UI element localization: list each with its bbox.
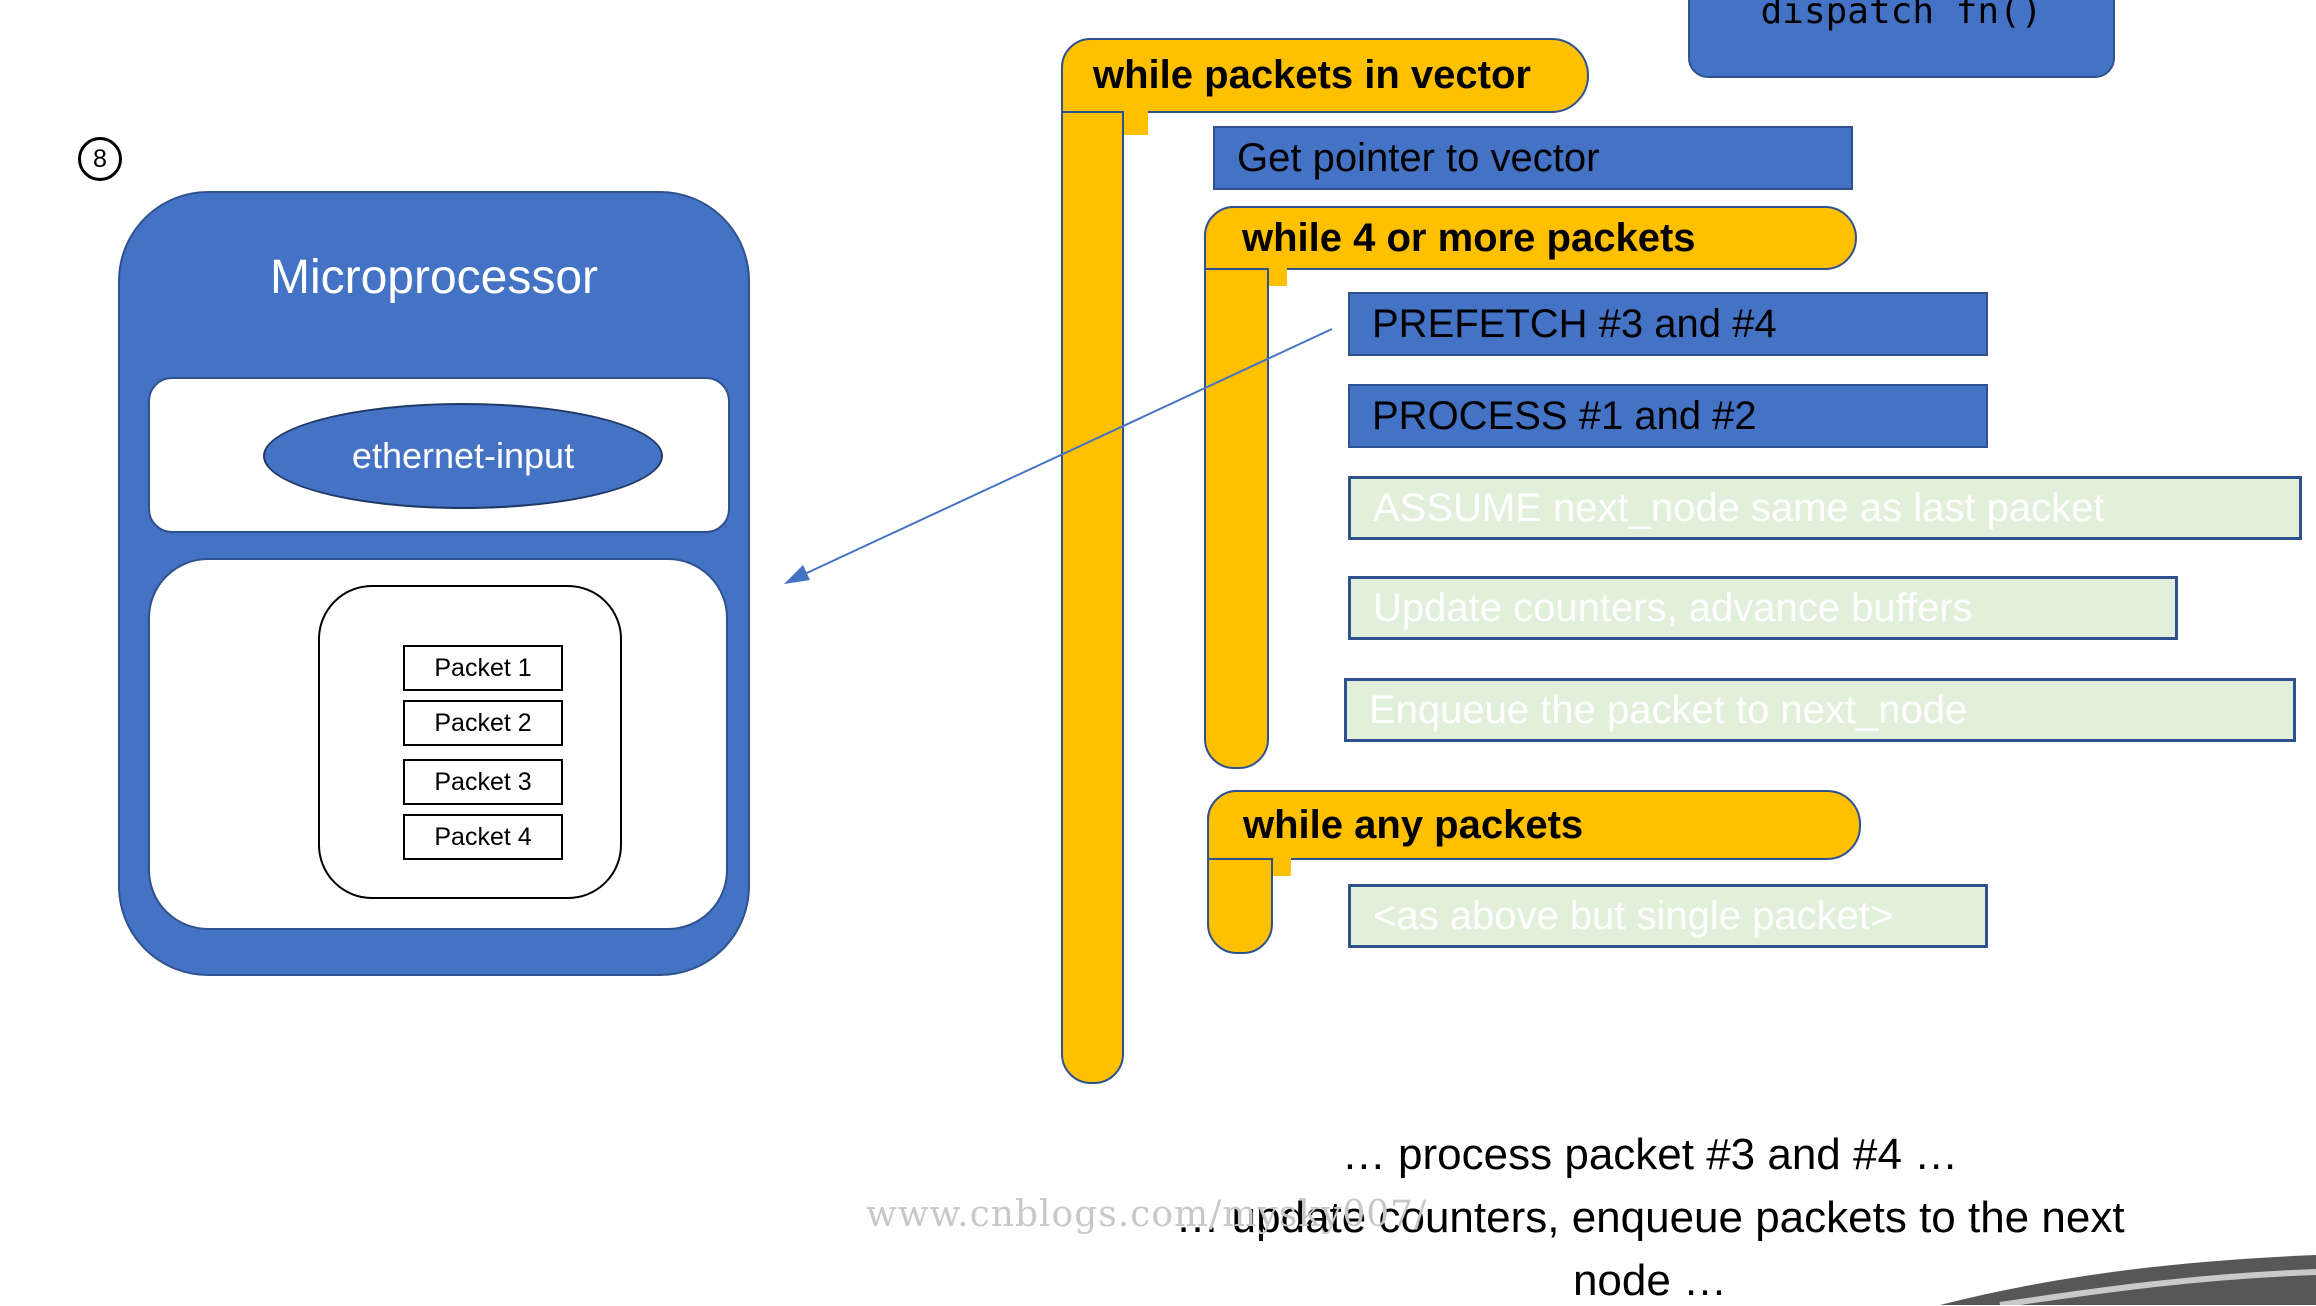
outer-loop-label: while packets in vector (1093, 53, 1531, 97)
packet-1: Packet 1 (403, 645, 563, 691)
watermark: www.cnblogs.com/mysky007/ (866, 1194, 1428, 1235)
quad-loop-header: while 4 or more packets (1204, 206, 1857, 270)
quad-loop-bar (1204, 206, 1269, 769)
outer-loop-corner (1124, 111, 1148, 135)
process-label: PROCESS #1 and #2 (1372, 393, 1757, 438)
quad-loop-label: while 4 or more packets (1242, 215, 1696, 260)
assume-box: ASSUME next_node same as last packet (1348, 476, 2302, 540)
prefetch-label: PREFETCH #3 and #4 (1372, 301, 1777, 346)
decorative-swoosh-line (1999, 1269, 2316, 1305)
single-loop-label: while any packets (1243, 802, 1584, 847)
update-label: Update counters, advance buffers (1373, 585, 1973, 630)
get-pointer-box: Get pointer to vector (1213, 126, 1853, 190)
outer-loop-bar (1061, 38, 1124, 1084)
get-pointer-label: Get pointer to vector (1237, 135, 1600, 180)
caption-line-1: … process packet #3 and #4 … (1341, 1130, 1959, 1179)
arrow-head-icon (784, 565, 810, 584)
prefetch-box: PREFETCH #3 and #4 (1348, 292, 1988, 356)
caption-line-2: … update counters, enqueue packets to th… (1175, 1193, 2125, 1242)
packet-3: Packet 3 (403, 759, 563, 805)
packet-2: Packet 2 (403, 700, 563, 746)
single-packet-label: <as above but single packet> (1373, 893, 1894, 938)
quad-loop-corner (1269, 268, 1287, 286)
update-box: Update counters, advance buffers (1348, 576, 2178, 640)
step-number: 8 (78, 137, 122, 181)
enqueue-box: Enqueue the packet to next_node (1344, 678, 2296, 742)
process-box: PROCESS #1 and #2 (1348, 384, 1988, 448)
microprocessor-title: Microprocessor (269, 251, 599, 304)
packet-4: Packet 4 (403, 814, 563, 860)
dispatch-function-box: dispatch fn() (1688, 0, 2115, 78)
outer-loop-header: while packets in vector (1061, 38, 1589, 113)
ethernet-input-node: ethernet-input (263, 403, 663, 509)
enqueue-label: Enqueue the packet to next_node (1369, 687, 1968, 732)
decorative-swoosh (1940, 1255, 2316, 1305)
assume-label: ASSUME next_node same as last packet (1373, 485, 2105, 530)
single-loop-header: while any packets (1207, 790, 1861, 860)
single-packet-box: <as above but single packet> (1348, 884, 1988, 948)
single-loop-corner (1273, 858, 1291, 876)
caption-line-3: node … (1572, 1256, 1728, 1305)
